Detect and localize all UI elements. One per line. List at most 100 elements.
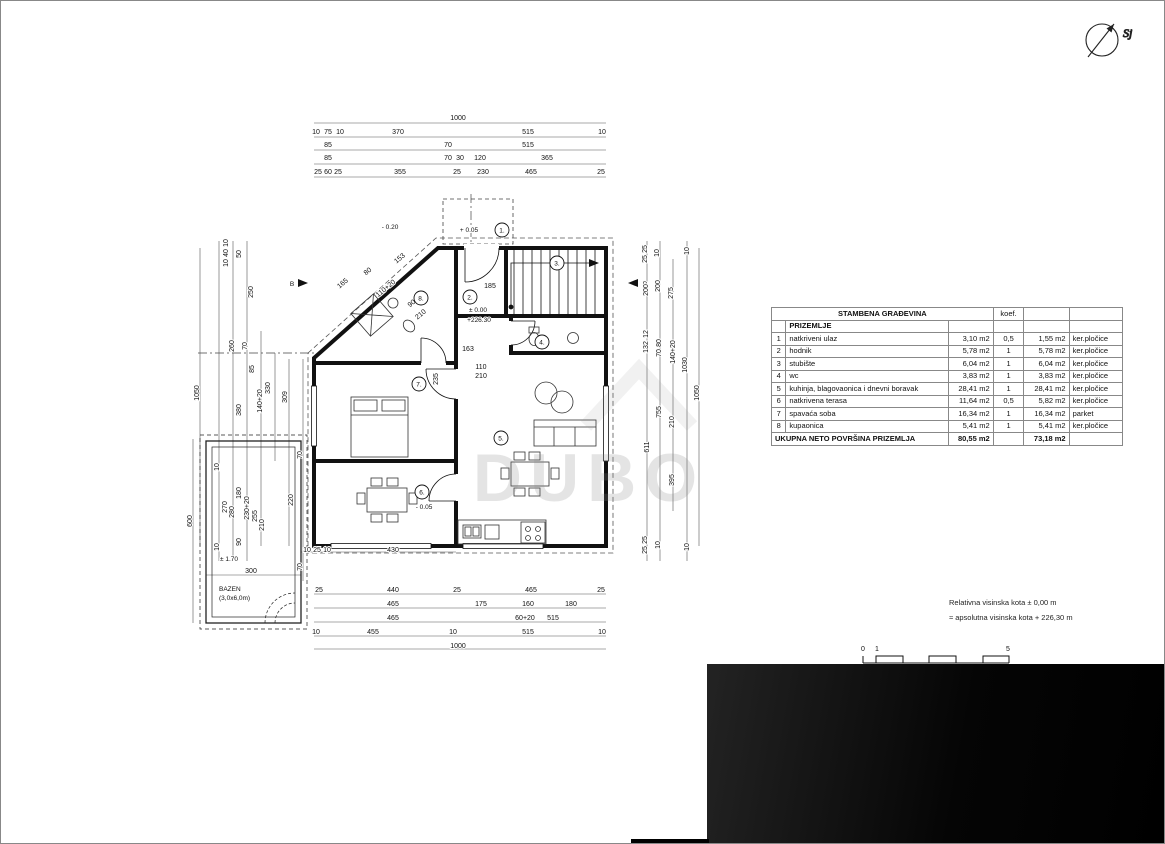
dimension-label: 60 [324,169,332,176]
dimension-label: 10 [214,463,221,471]
cell-name: hodnik [785,344,949,358]
dimension-label: 60+20 [515,615,535,622]
cell-name: stubište [785,357,949,371]
room-number-marker [411,376,427,392]
dimension-label: 465 [525,169,537,176]
dimension-label: 25 [453,587,461,594]
dimension-label: 85 [249,365,256,373]
doors [420,244,536,502]
dimension-label: 440 [387,587,399,594]
room-number-label: 2. [467,294,473,301]
room-number-label: 1. [499,227,505,234]
dimension-label: 330 [265,382,272,394]
room-markers-layer: 1.2.3.4.5.6.7.8. [411,222,565,500]
windows [311,385,609,549]
bottom-edge-strip [631,839,709,843]
dimension-label: 10 [223,259,230,267]
dimension-label: 70 [444,142,452,149]
dimension-label: 90 [236,538,243,546]
dimension-label: 10 [598,629,606,636]
section-marker-right [628,279,638,287]
dimension-label: 230+20 [244,496,251,520]
dimension-label: 235 [433,373,440,385]
cell-finish: parket [1068,407,1124,421]
cell-num: 2 [770,344,787,358]
dimension-label: 755 [656,406,663,418]
elevation-notes: Relativna visinska kota ± 0,00 m ≈ apsol… [949,596,1073,625]
dimension-label: 163 [462,346,474,353]
cell-finish: ker.pločice [1068,382,1124,396]
dimension-label: 165 [336,277,350,290]
dimension-label: 70 [444,155,452,162]
cell-koef: 1 [992,357,1025,371]
dimension-label: 611 [644,441,651,452]
dimension-label: 1030 [682,357,689,373]
cell-net: 16,34 m2 [1023,407,1070,421]
dimension-label: 25 [597,169,605,176]
dimension-label: 210 [259,519,266,531]
cell-area: 3,10 m2 [947,332,994,346]
dimension-label: 80 [363,267,374,277]
dimension-label: 10 [684,247,691,255]
stair-direction-arrow [589,259,599,267]
dimension-label: 465 [525,587,537,594]
table-total-row: UKUPNA NETO POVRŠINA PRIZEMLJA 80,55 m2 … [771,432,1124,446]
dimension-label: 12 [643,330,650,338]
note-absolute-elevation: ≈ apsolutna visinska kota + 226,30 m [949,612,1073,622]
cell-net: 6,04 m2 [1023,357,1070,371]
north-label: Sj [1123,26,1133,40]
dimension-label: 395 [669,474,676,486]
north-arrow: Sj [1085,23,1134,58]
bed [350,396,409,458]
cell-finish: ker.pločice [1068,419,1124,433]
scalebar-label: 1 [875,646,879,653]
dimension-label: 515 [522,129,534,136]
cell-num: 7 [770,407,787,421]
cell-koef: 1 [992,344,1025,358]
cell-area: 3,83 m2 [947,369,994,383]
dimension-label: 30 [456,155,464,162]
dimension-label: 185 [484,283,496,290]
dimension-label: 365 [541,155,553,162]
window-south-living [462,543,544,549]
elevation-labels-layer: - 0.20+ 0.05± 0.00+226.30- 0.05± 1.70 [219,223,492,564]
dimension-label: 25 [334,169,342,176]
couch [533,381,597,447]
watermark-house-icon [580,358,698,431]
table-header-row: STAMBENA GRAĐEVINA koef. [771,307,1124,321]
cell-net: 5,78 m2 [1023,344,1070,358]
dimension-label: 10 [223,239,230,247]
dimension-label: 515 [522,142,534,149]
dimension-label: 132 [643,341,650,353]
cell-name: kuhinja, blagovaonica i dnevni boravak [785,382,949,396]
cell-net: 5,82 m2 [1023,394,1070,408]
dimension-label: 10 [598,129,606,136]
room-number-label: 3. [554,260,560,267]
room-number-label: 7. [416,381,422,388]
dimension-label: 230 [477,169,489,176]
cell-koef: 1 [992,407,1025,421]
room-number-marker [493,430,509,446]
dimension-label: 1050 [694,385,701,401]
table-title: STAMBENA GRAĐEVINA [771,307,994,321]
cell-area: 11,64 m2 [947,394,994,408]
cell-finish: ker.pločice [1068,357,1124,371]
scale-bar [862,655,1010,664]
dimension-label: 25 [642,245,649,253]
dimension-label: 465 [387,615,399,622]
dimension-label: 85 [324,155,332,162]
dimension-label: 10 [336,129,344,136]
section-marker-left [298,279,308,287]
section-marker-right-label: B [643,281,647,288]
total-label: UKUPNA NETO POVRŠINA PRIZEMLJA [771,432,949,446]
room-number-marker [462,289,478,305]
dimension-label: 270 [222,501,229,513]
bathroom-fixtures [350,293,416,337]
room-number-marker [549,255,565,271]
